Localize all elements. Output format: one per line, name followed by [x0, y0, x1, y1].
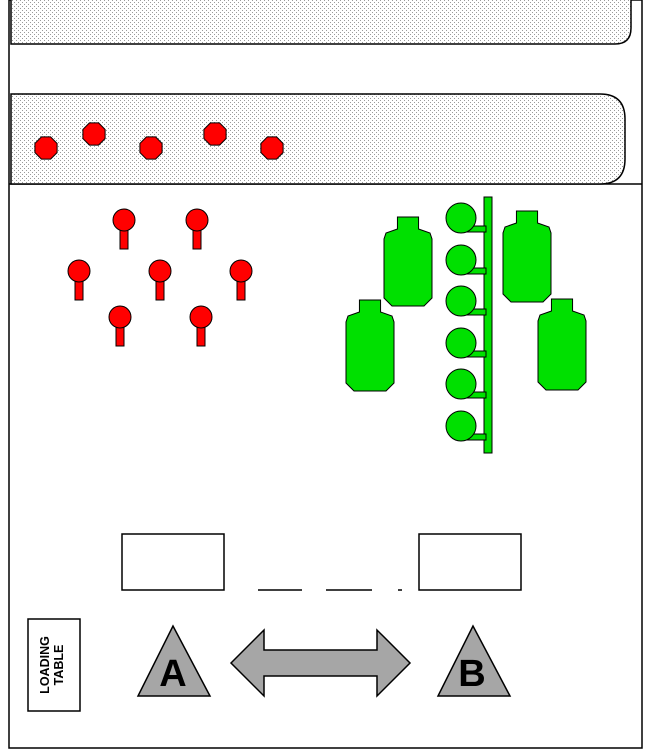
- staging-box-left: [121, 533, 225, 591]
- red-keyhole-markers: [67, 208, 253, 347]
- red-keyhole-4: [148, 259, 172, 301]
- station-b-label: B: [458, 653, 485, 695]
- green-rack-hook-4: [445, 327, 487, 359]
- green-bottle-shapes: [345, 210, 587, 392]
- staging-box-right: [418, 533, 522, 591]
- red-part-1: [34, 136, 58, 160]
- double-arrow: [229, 628, 412, 698]
- red-keyhole-5: [229, 259, 253, 301]
- loading-table-label-line2: TABLE: [52, 645, 66, 686]
- green-rack-hook-1: [445, 202, 487, 234]
- conveyor-belt-middle: [10, 93, 626, 185]
- green-bottle-1: [383, 216, 433, 307]
- green-rack-hook-2: [445, 244, 487, 276]
- loading-table-label-line1: LOADING: [38, 636, 52, 694]
- red-keyhole-6: [108, 305, 132, 347]
- green-rack-hook-5: [445, 368, 487, 400]
- station-a-marker: A: [136, 624, 212, 697]
- conveyor-belt-top: [10, 0, 632, 45]
- station-a-label: A: [159, 653, 186, 695]
- red-keyhole-7: [189, 305, 213, 347]
- green-bottle-4: [537, 298, 587, 391]
- green-rack-hook-3: [445, 285, 487, 317]
- red-keyhole-2: [185, 208, 209, 250]
- red-part-3: [139, 136, 163, 160]
- red-part-5: [260, 136, 284, 160]
- green-bottle-2: [502, 210, 552, 303]
- green-rack-bar: [483, 196, 493, 454]
- red-part-4: [203, 122, 227, 146]
- loading-table: LOADING TABLE: [27, 618, 81, 712]
- red-part-2: [82, 122, 106, 146]
- red-parts-on-belt: [34, 122, 284, 160]
- outer-frame: [8, 0, 643, 749]
- green-rack-fixture: [445, 196, 493, 454]
- green-rack-hook-6: [445, 410, 487, 442]
- green-bottle-3: [345, 299, 395, 392]
- red-keyhole-1: [112, 208, 136, 250]
- station-b-marker: B: [436, 624, 512, 697]
- red-keyhole-3: [67, 259, 91, 301]
